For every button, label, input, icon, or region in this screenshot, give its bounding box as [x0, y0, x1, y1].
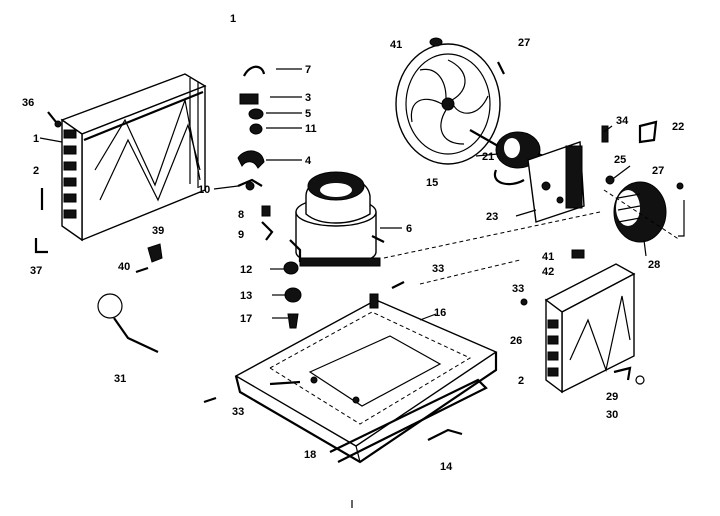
- label-37: 37: [30, 265, 42, 277]
- label-23: 23: [486, 211, 498, 223]
- motor-mount: [527, 141, 585, 223]
- part-13-grommet: [284, 287, 302, 303]
- screw-36: [47, 111, 62, 128]
- label-33-top: 33: [432, 263, 444, 275]
- label-28: 28: [648, 259, 660, 271]
- leader-lines: [39, 68, 647, 321]
- label-14: 14: [440, 461, 453, 473]
- label-41-right: 41: [542, 251, 554, 263]
- label-18: 18: [304, 449, 316, 461]
- label-8: 8: [238, 209, 244, 221]
- base-pan: [234, 293, 498, 464]
- part-10-overload: [237, 178, 263, 191]
- base-rail: [329, 378, 488, 463]
- label-36: 36: [22, 97, 34, 109]
- label-9: 9: [238, 229, 244, 241]
- label-34: 34: [616, 115, 629, 127]
- fan-shroud: [395, 43, 501, 165]
- part-14-bracket: [427, 428, 463, 441]
- part-39-clip: [147, 243, 163, 263]
- label-22: 22: [672, 121, 684, 133]
- label-2: 2: [33, 165, 39, 177]
- label-5: 5: [305, 108, 311, 120]
- label-29: 29: [606, 391, 618, 403]
- fan-motor: [469, 129, 581, 186]
- bracket-37: [34, 238, 48, 254]
- blower-wheel: [613, 181, 667, 243]
- label-16: 16: [434, 307, 446, 319]
- part-3-grommet: [239, 93, 259, 105]
- part-33c-screw: [203, 396, 217, 404]
- part-labels: 1 36 1 2 37 7 3 5 11 4 10 8 9 6 39 40 12…: [22, 13, 684, 473]
- part-33a-screw: [520, 298, 528, 306]
- label-2-right: 2: [518, 375, 524, 387]
- label-33-right: 33: [512, 283, 524, 295]
- part-9-clip: [261, 221, 274, 241]
- label-27-top: 27: [518, 37, 530, 49]
- label-1: 1: [33, 133, 39, 145]
- condenser-coil: [60, 73, 207, 242]
- label-13: 13: [240, 290, 252, 302]
- label-31: 31: [114, 373, 126, 385]
- evaporator-coil: [544, 263, 636, 394]
- part-41-screw: [429, 37, 443, 47]
- label-42: 42: [542, 266, 554, 278]
- label-top: 1: [230, 13, 236, 25]
- label-4: 4: [305, 155, 312, 167]
- label-17: 17: [240, 313, 252, 325]
- label-41-top: 41: [390, 39, 402, 51]
- part-30-clip: [635, 375, 645, 385]
- label-15: 15: [426, 177, 438, 189]
- part-25-screw: [605, 175, 615, 185]
- part-8-clip: [261, 205, 271, 217]
- label-11: 11: [305, 123, 317, 135]
- part-5-washer: [248, 108, 264, 120]
- part-4-terminal-cover: [237, 150, 265, 169]
- label-27-right: 27: [652, 165, 664, 177]
- label-39: 39: [152, 225, 164, 237]
- part-7-clip: [243, 65, 266, 77]
- label-21: 21: [482, 151, 494, 163]
- label-10: 10: [198, 184, 210, 196]
- part-12-grommet: [283, 261, 299, 275]
- label-33-left: 33: [232, 406, 244, 418]
- part-22-bracket: [638, 120, 658, 144]
- label-3: 3: [305, 92, 311, 104]
- part-40-screw: [135, 266, 149, 274]
- part-29-bracket: [613, 366, 632, 381]
- label-30: 30: [606, 409, 618, 421]
- part-41b-bracket: [571, 249, 585, 259]
- part-31-tube: [97, 293, 159, 353]
- part-27-clip: [497, 61, 505, 75]
- label-26: 26: [510, 335, 522, 347]
- label-12: 12: [240, 264, 252, 276]
- label-6: 6: [406, 223, 412, 235]
- part-11-nut: [249, 123, 263, 135]
- label-25: 25: [614, 154, 626, 166]
- compressor: [289, 171, 385, 267]
- label-40: 40: [118, 261, 130, 273]
- part-27b-clip: [676, 182, 684, 190]
- part-33b-screw: [391, 281, 405, 289]
- part-34-bolt: [601, 125, 609, 143]
- label-7: 7: [305, 64, 311, 76]
- part-17-bolt: [287, 313, 299, 329]
